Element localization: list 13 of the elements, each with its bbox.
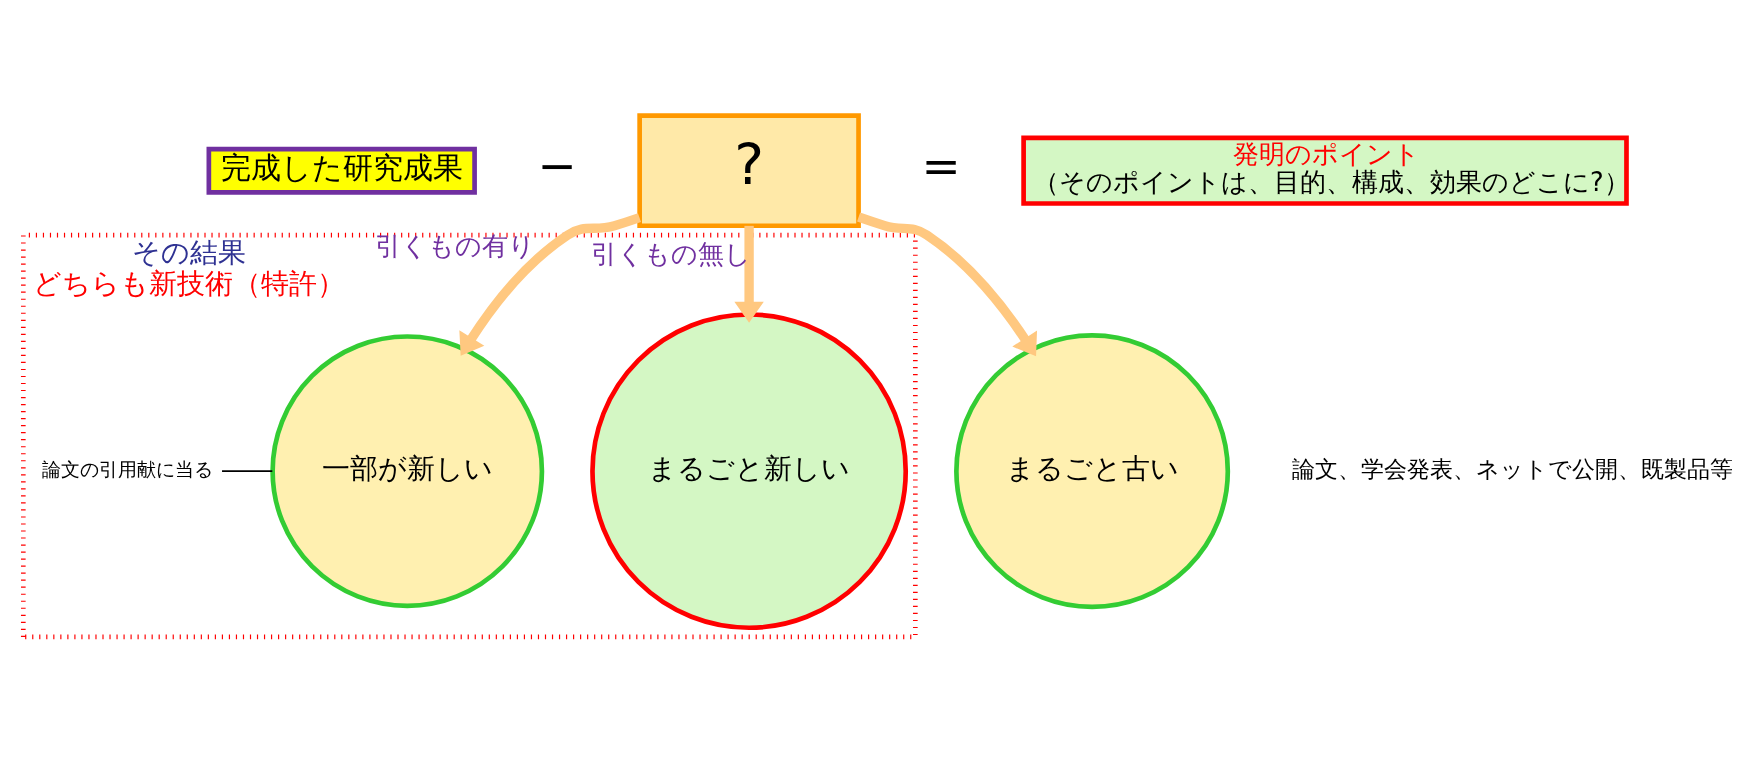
node-text: 論文の引用献に当る — [41, 458, 213, 480]
label: − — [537, 138, 577, 193]
node-box: 発明のポイント （そのポイントは、目的、構成、効果のどこに?） — [1020, 135, 1629, 206]
node-box: 完成した研究成果 — [206, 146, 477, 195]
edge-label: 引くもの有り — [374, 230, 535, 261]
arrow — [458, 212, 641, 356]
connector — [220, 469, 273, 472]
node-label: 論文、学会発表、ネットで公開、既製品等 — [1291, 454, 1733, 483]
node-circle: まるごと新しい — [589, 311, 908, 630]
node-box: ? — [636, 112, 861, 228]
node-circle: 一部が新しい — [269, 333, 544, 608]
label: = — [920, 138, 961, 193]
arrow — [856, 212, 1037, 356]
